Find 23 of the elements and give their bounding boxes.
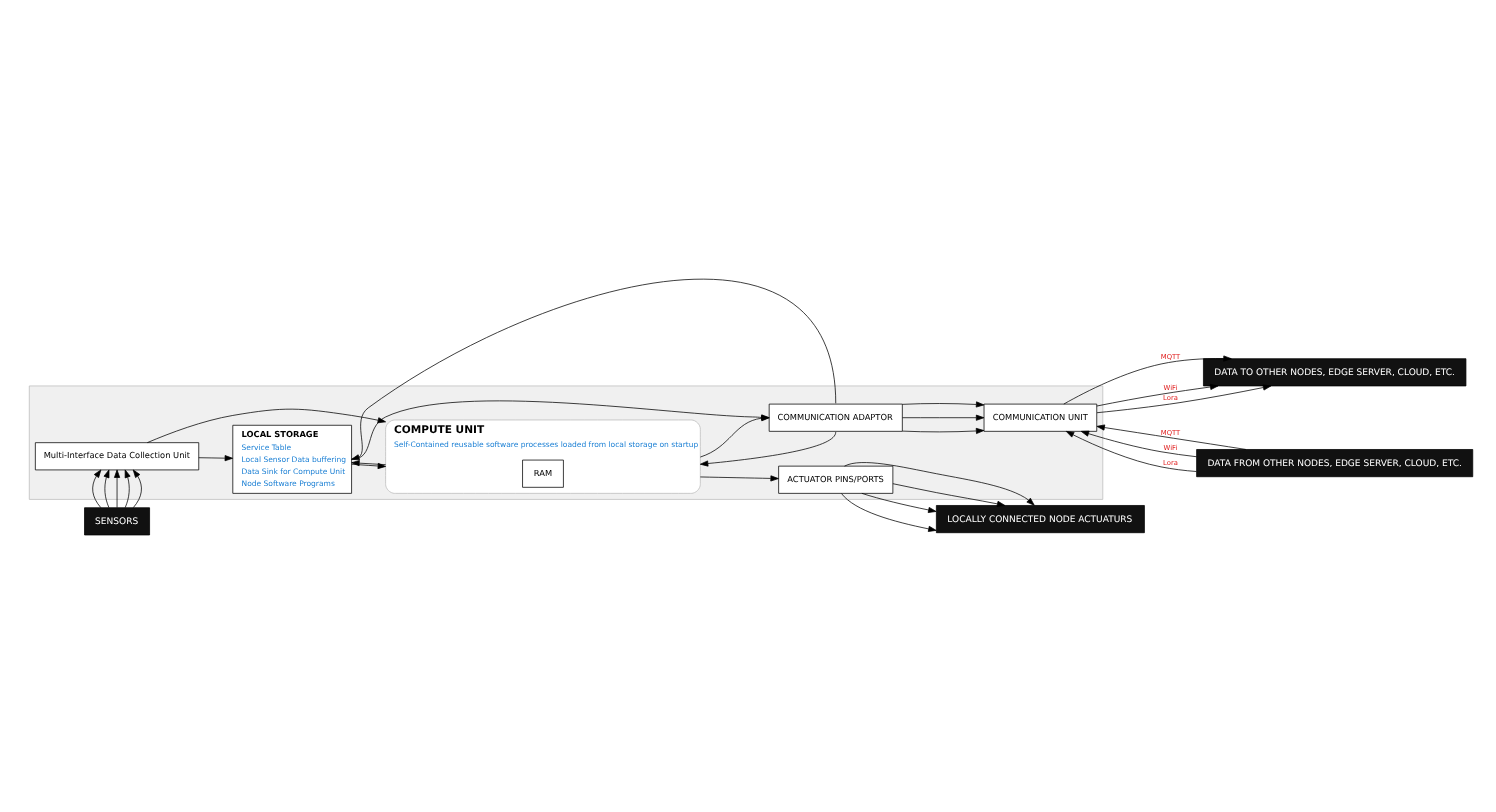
arrow: [103, 468, 110, 507]
arrow: [902, 426, 985, 433]
arrow: [861, 492, 937, 512]
arrow: [132, 468, 142, 507]
arrow: [146, 407, 386, 443]
arrow: [699, 430, 837, 466]
arrow: [198, 454, 233, 461]
arrow: [124, 468, 131, 507]
arrow: [902, 400, 985, 407]
arrow: [699, 474, 779, 481]
arrow: [841, 492, 937, 531]
arrow: [92, 468, 102, 507]
arrow: [1080, 429, 1197, 457]
arrow: [1096, 382, 1219, 406]
arrow: [1096, 383, 1272, 413]
arrow: [844, 461, 1035, 505]
arrow: [1065, 430, 1197, 471]
arrow: [351, 277, 837, 460]
arrow: [114, 468, 121, 507]
arrow: [892, 482, 1006, 506]
arrow: [1063, 354, 1232, 404]
arrow: [1096, 423, 1247, 449]
arrow: [902, 413, 985, 420]
